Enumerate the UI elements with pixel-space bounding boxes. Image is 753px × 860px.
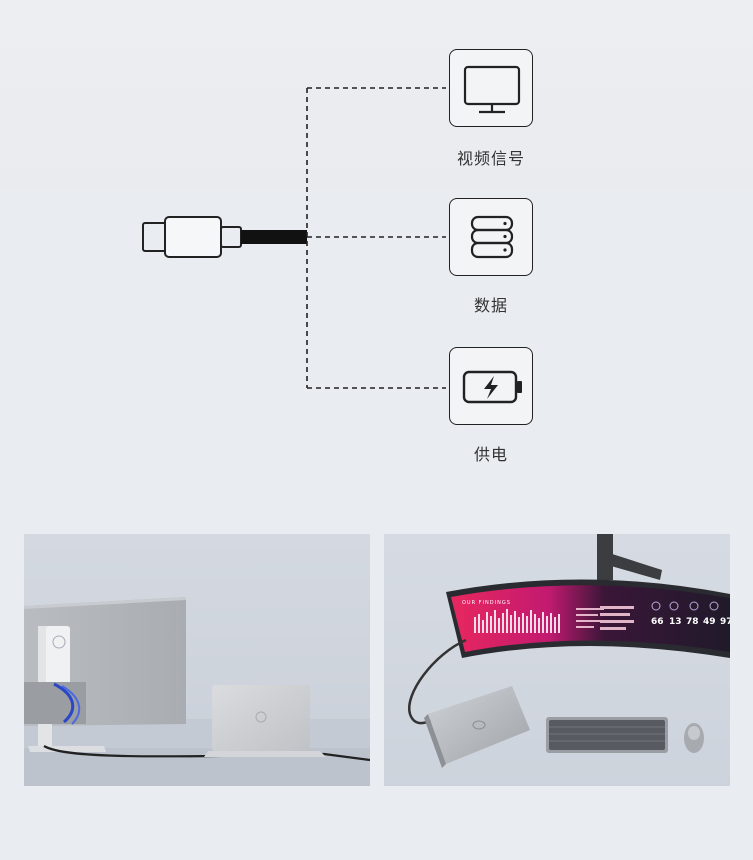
screen-number: 49 [703, 617, 716, 627]
power-label: 供电 [473, 445, 508, 464]
screen-number: 66 [651, 617, 664, 627]
dashed-connection-lines [306, 87, 446, 389]
connection-diagram [142, 87, 446, 389]
top-background [0, 0, 753, 190]
dell-monitor-laptop-photo [24, 534, 370, 786]
data-box [449, 198, 533, 276]
battery-charging-icon [462, 370, 522, 404]
video-signal-box [449, 49, 533, 127]
monitor-icon [463, 65, 521, 114]
curved-monitor-setup-photo: OUR FINDINGS 66 13 78 49 97 [384, 534, 730, 786]
video-signal-label: 视频信号 [456, 149, 525, 168]
data-label: 数据 [473, 296, 508, 315]
screen-title: OUR FINDINGS [462, 600, 511, 606]
screen-number: 78 [686, 617, 699, 627]
power-box [449, 347, 533, 425]
screen-number: 97 [720, 617, 730, 627]
database-icon [470, 215, 514, 259]
usb-c-connector-icon [142, 216, 307, 258]
screen-number: 13 [669, 617, 682, 627]
